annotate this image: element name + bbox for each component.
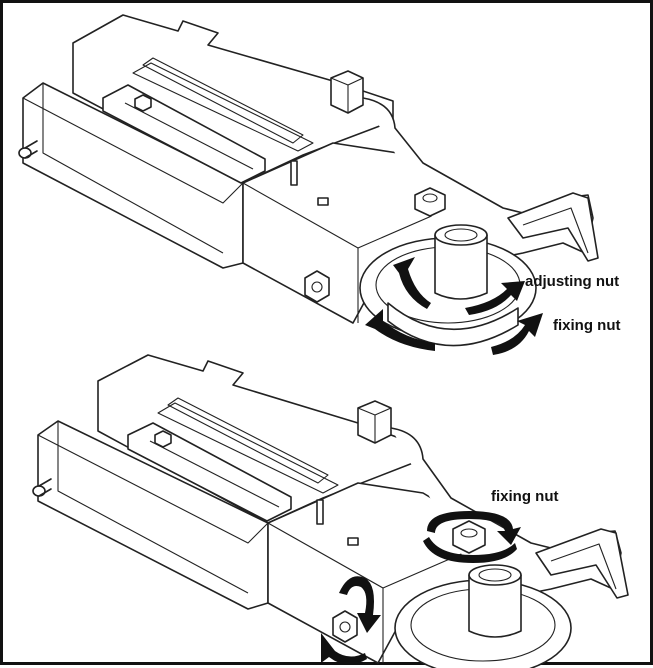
top-plate-slot [142, 57, 304, 144]
top-fixing-arrow-left [365, 309, 435, 351]
bottom-side-bolt-arrow-bottom [321, 633, 367, 665]
bottom-fixing-nut-label: fixing nut [491, 488, 559, 505]
top-adjusting-nut-label: adjusting nut [525, 273, 619, 290]
top-fixing-arrow-right [491, 313, 543, 355]
bottom-block-tab [316, 499, 324, 525]
top-adjusting-arrow-right [465, 281, 525, 315]
top-upper-boss [330, 70, 364, 114]
bottom-central-cylinder [468, 575, 522, 638]
top-left-pin [18, 147, 32, 159]
top-assembly: adjusting nut fixing nut [18, 14, 621, 355]
top-central-cylinder [434, 235, 488, 300]
top-lower-cup [387, 302, 519, 347]
bottom-trigger-arm [535, 528, 629, 599]
top-trigger-arm [507, 192, 599, 262]
top-block-tab [290, 160, 298, 186]
bottom-side-bolt-arrow-top [339, 576, 381, 633]
top-slider-hex [134, 94, 152, 112]
assembly-diagram: adjusting nut fixing nut [18, 14, 629, 668]
bottom-fixing-arrow-ring [427, 511, 521, 545]
bottom-block-hole [347, 537, 359, 546]
top-adjusting-arrow-left [393, 257, 431, 309]
bottom-slider-hex [154, 430, 172, 448]
top-side-bolt [304, 270, 330, 303]
top-block-hole [317, 197, 329, 206]
bottom-left-pin [32, 485, 46, 497]
bottom-plate-slot [167, 397, 329, 484]
top-fixing-nut-label: fixing nut [553, 317, 621, 334]
bottom-assembly: fixing nut [32, 354, 629, 668]
bottom-side-bolt [332, 610, 358, 643]
